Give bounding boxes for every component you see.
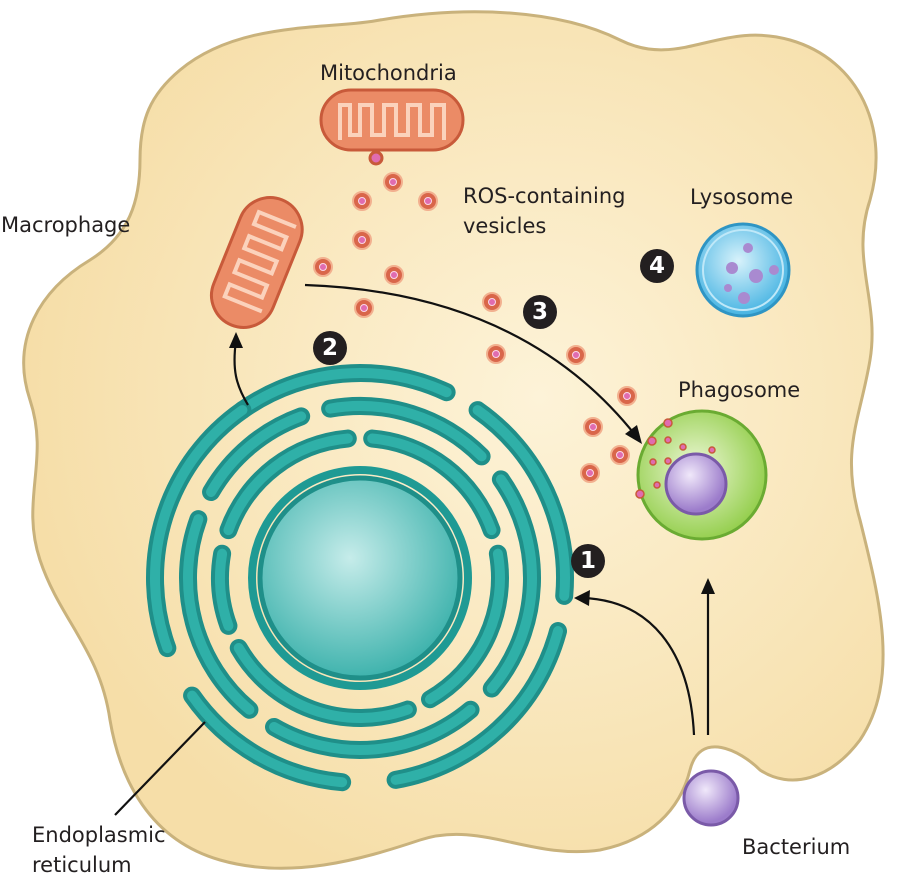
er-cisterna	[237, 368, 452, 416]
er-cisterna	[206, 411, 307, 497]
mitochondrion-top	[319, 88, 465, 166]
er-cisterna	[425, 548, 505, 705]
er-cisterna	[223, 433, 353, 536]
er-cisterna	[233, 643, 413, 723]
ros-vesicle	[352, 191, 372, 211]
nucleus	[257, 475, 463, 681]
endoplasmic-reticulum	[146, 364, 574, 792]
er-cisterna	[150, 405, 248, 654]
ros-vesicle	[583, 417, 603, 437]
er-cisterna	[472, 405, 570, 601]
ros-vesicle	[580, 463, 600, 483]
ros-vesicle	[384, 265, 404, 285]
ros-vesicle	[383, 172, 403, 192]
ros-vesicle	[566, 345, 586, 365]
er-label-line1: Endoplasmic	[32, 823, 166, 847]
ros-vesicles-label-line2: vesicles	[463, 214, 547, 238]
mitochondria-label: Mitochondria	[320, 61, 457, 85]
ros-vesicle	[418, 191, 438, 211]
bacterium-label: Bacterium	[742, 835, 851, 859]
phagosome-label: Phagosome	[678, 378, 801, 402]
phagosome	[635, 409, 768, 541]
step-2-badge: 2	[313, 331, 347, 365]
er-label-line2: reticulum	[32, 853, 132, 877]
lysosome-label: Lysosome	[690, 185, 794, 209]
ros-vesicle	[486, 344, 506, 364]
er-cisterna	[269, 704, 476, 755]
ros-vesicles-label-line1: ROS-containing	[463, 184, 626, 208]
ros-vesicles	[313, 172, 637, 483]
er-cisterna	[325, 401, 487, 462]
ros-vesicle	[354, 298, 374, 318]
ros-vesicle	[610, 445, 630, 465]
ros-vesicle	[617, 386, 637, 406]
er-cisterna	[215, 548, 234, 631]
er-cisterna	[390, 626, 564, 785]
step-4-badge: 4	[640, 249, 674, 283]
ros-vesicle	[352, 230, 372, 250]
er-cisterna	[183, 514, 255, 715]
ros-vesicle	[482, 292, 502, 312]
step-3-badge: 3	[523, 295, 557, 329]
er-leader-line	[114, 721, 206, 816]
mitochondrion-left	[210, 196, 304, 329]
er-cisterna	[367, 433, 497, 536]
er-cisterna	[187, 690, 348, 788]
bacterium	[682, 769, 740, 827]
arrow-bacterium-to-er	[581, 596, 696, 736]
lysosome	[695, 222, 791, 318]
er-cisterna	[486, 474, 537, 694]
macrophage-label: Macrophage	[1, 213, 131, 237]
arrow-mitochondria-to-phagosome	[304, 283, 637, 437]
ros-vesicle	[313, 257, 333, 277]
step-1-badge: 1	[571, 544, 605, 578]
